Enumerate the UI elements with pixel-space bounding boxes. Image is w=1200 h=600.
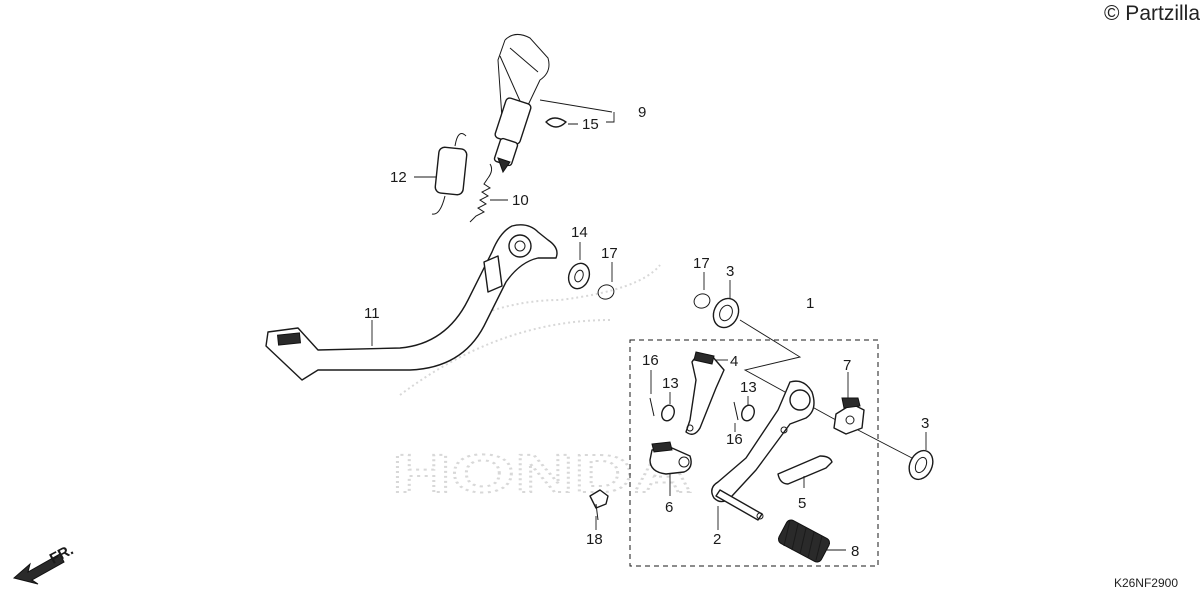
joint-part-6[interactable] <box>649 441 692 496</box>
spring-part-10[interactable] <box>469 163 508 223</box>
dust-seal-part-3-lower[interactable] <box>857 429 937 483</box>
callout-12: 12 <box>390 169 407 186</box>
callout-1: 1 <box>806 295 814 312</box>
callout-13-left: 13 <box>662 375 679 392</box>
o-ring-part-17-left[interactable] <box>596 262 616 301</box>
joint-arm-part-4[interactable] <box>685 351 728 435</box>
brand-watermark: HONDA <box>391 264 693 505</box>
joint-part-7[interactable] <box>833 372 865 435</box>
callout-10: 10 <box>512 192 529 209</box>
cotter-pin-part-16-left[interactable] <box>649 370 655 417</box>
dust-seal-part-3-upper[interactable] <box>709 280 743 332</box>
clip-part-15[interactable] <box>545 112 615 128</box>
callout-15: 15 <box>582 116 599 133</box>
rod-part-5[interactable] <box>777 455 833 488</box>
callout-9: 9 <box>638 104 646 121</box>
svg-text:HONDA: HONDA <box>392 444 692 504</box>
o-ring-part-17-right[interactable] <box>692 272 712 310</box>
callout-3-upper: 3 <box>726 263 734 280</box>
shift-pedal-part-2[interactable] <box>711 380 815 530</box>
washer-part-13-right[interactable] <box>740 396 757 423</box>
brake-pedal-part-11[interactable] <box>265 224 558 381</box>
cotter-pin-part-16-right[interactable] <box>733 401 739 432</box>
spring-part-12[interactable] <box>414 133 468 215</box>
callout-labels: 1 2 3 3 4 5 6 7 8 9 10 11 12 13 13 14 15… <box>47 104 929 568</box>
callout-8: 8 <box>851 543 859 560</box>
callout-2: 2 <box>713 531 721 548</box>
rubber-part-8[interactable] <box>777 518 846 563</box>
washer-part-14[interactable] <box>565 242 593 292</box>
callout-11: 11 <box>364 305 380 322</box>
callout-4: 4 <box>730 353 738 370</box>
callout-18: 18 <box>586 531 603 548</box>
callout-3-lower: 3 <box>921 415 929 432</box>
callout-13-right: 13 <box>740 379 757 396</box>
callout-16-right: 16 <box>726 431 743 448</box>
diagram-code: K26NF2900 <box>1113 576 1178 590</box>
bolt-part-18[interactable] <box>589 489 609 530</box>
callout-5: 5 <box>798 495 806 512</box>
copyright-watermark: © Partzilla <box>1104 2 1200 25</box>
front-direction-arrow-icon <box>12 553 65 585</box>
callout-17-right: 17 <box>693 255 710 272</box>
callout-16-left: 16 <box>642 352 659 369</box>
washer-part-13-left[interactable] <box>660 392 677 423</box>
callout-6: 6 <box>665 499 673 516</box>
callout-7: 7 <box>843 357 851 374</box>
callout-14: 14 <box>571 224 588 241</box>
brake-switch-part-9[interactable] <box>493 34 613 174</box>
callout-17-left: 17 <box>601 245 618 262</box>
